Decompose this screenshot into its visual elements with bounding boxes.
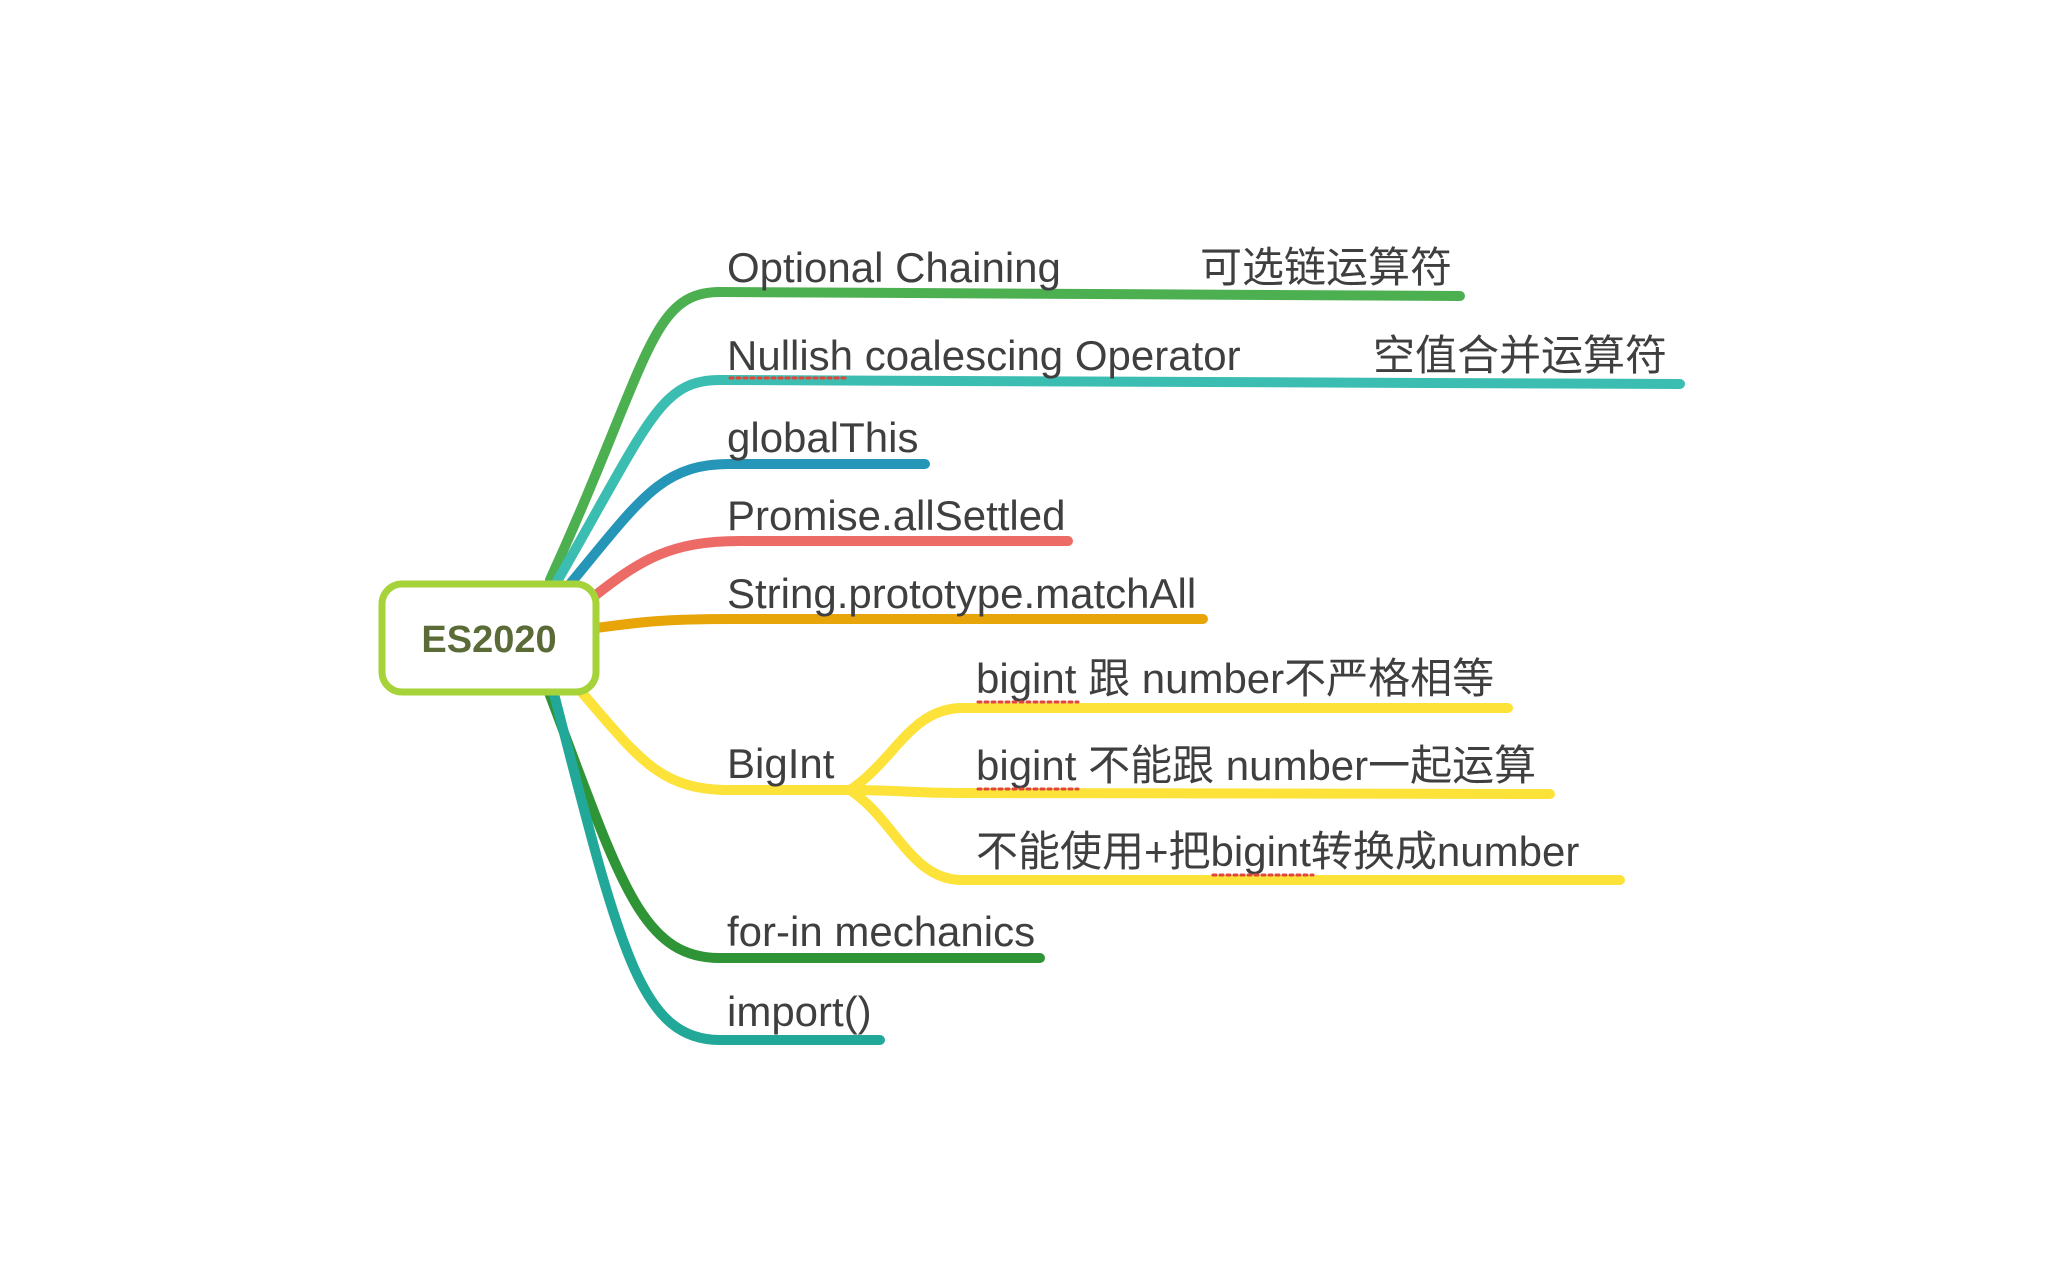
branch-line-bigint-child-2 (845, 785, 1555, 799)
bigint-child-3-label[interactable]: 不能使用+把bigint转换成number (976, 828, 1579, 875)
branch-label-globalthis[interactable]: globalThis (727, 414, 918, 461)
branch-line-import (548, 685, 885, 1045)
branch-label-for-in-mechanics[interactable]: for-in mechanics (727, 908, 1035, 955)
branch-label-promise-allsettled[interactable]: Promise.allSettled (727, 492, 1065, 539)
root-node-label: ES2020 (421, 619, 556, 661)
branch-note-nullish-coalescing: 空值合并运算符 (1373, 332, 1667, 379)
branch-line-bigint (573, 683, 855, 795)
branch-line-optional-chaining (545, 287, 1465, 585)
root-node-box[interactable] (378, 580, 600, 696)
branch-line-nullish-coalescing (550, 375, 1685, 590)
branch-line-globalthis (560, 459, 930, 595)
branch-label-optional-chaining[interactable]: Optional Chaining (727, 244, 1061, 291)
bigint-child-1-label[interactable]: bigint 跟 number不严格相等 (976, 655, 1494, 702)
branch-label-nullish-coalescing[interactable]: Nullish coalescing Operator (727, 332, 1241, 379)
branch-note-optional-chaining: 可选链运算符 (1200, 244, 1452, 291)
branch-line-bigint-child-1 (845, 703, 1513, 795)
branch-line-promise-allsettled (587, 536, 1073, 603)
branch-label-string-matchall[interactable]: String.prototype.matchAll (727, 570, 1196, 617)
branch-line-bigint-child-3 (845, 785, 1625, 885)
bigint-child-2-label[interactable]: bigint 不能跟 number一起运算 (976, 742, 1536, 789)
branch-label-import[interactable]: import() (727, 988, 872, 1035)
branch-line-string-matchall (591, 614, 1208, 633)
branch-label-bigint[interactable]: BigInt (727, 740, 835, 787)
